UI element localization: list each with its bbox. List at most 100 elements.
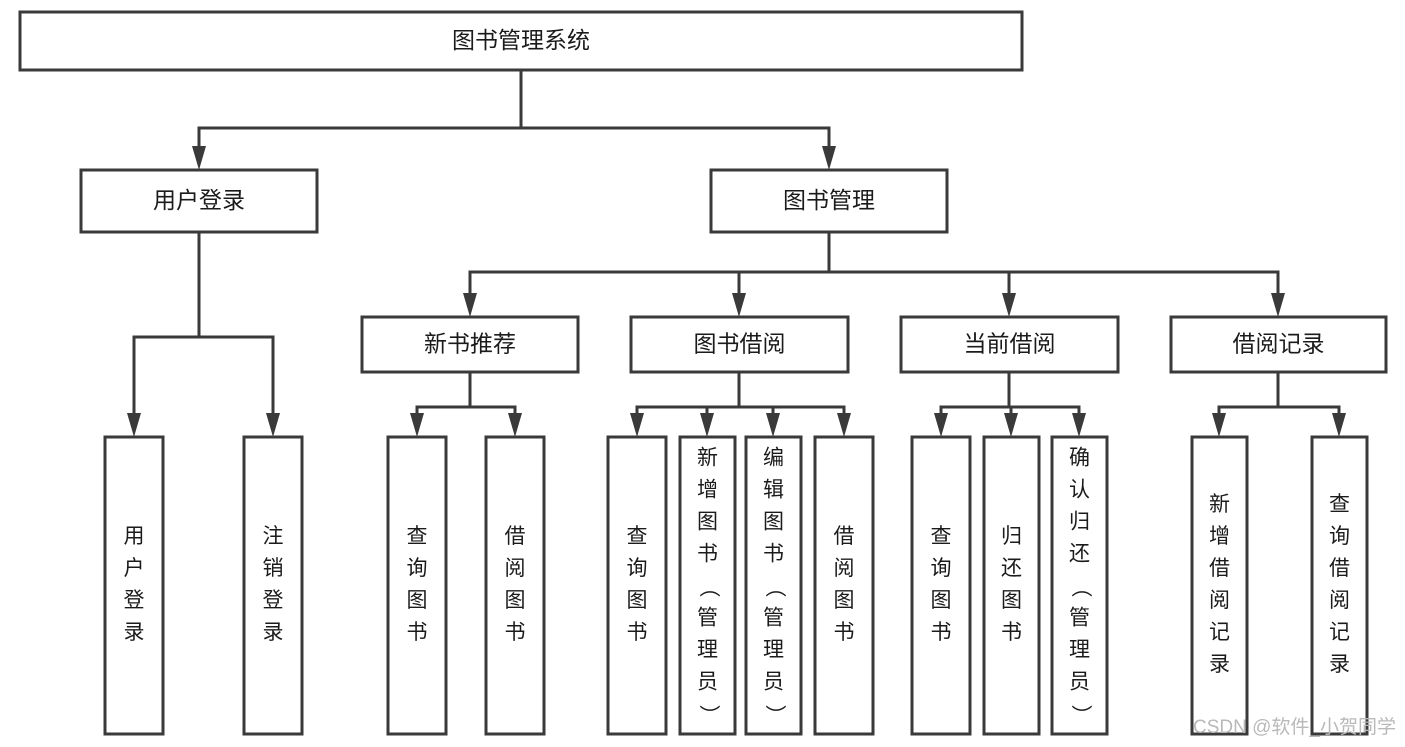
node-label-char: 借 (505, 525, 526, 548)
node-current-borrow[interactable]: 当前借阅 (899, 315, 1120, 374)
node-label-char: ） (1069, 705, 1092, 726)
node-book-borrow[interactable]: 图书借阅 (629, 315, 850, 374)
node-label-char: 录 (263, 621, 284, 644)
node-label-char: 询 (931, 557, 952, 580)
node-label-char: 阅 (834, 557, 855, 580)
node-box-root[interactable] (18, 10, 1024, 72)
node-label-char: 查 (407, 525, 428, 548)
node-label-char: 辑 (763, 479, 784, 502)
arrow-head-icon (1002, 293, 1016, 317)
arrow-head-icon (630, 413, 644, 437)
node-label-char: 借 (1329, 557, 1350, 580)
node-label-borrow-records: 借阅记录 (1233, 331, 1325, 357)
node-label-root: 图书管理系统 (452, 27, 590, 53)
node-box-leaf-add-borrow-record[interactable] (1190, 435, 1249, 736)
node-label-char: 图 (627, 589, 648, 612)
node-label-char: 查 (627, 525, 648, 548)
node-book-management[interactable]: 图书管理 (709, 168, 949, 234)
node-box-book-management[interactable] (709, 168, 949, 234)
node-new-book-recommend[interactable]: 新书推荐 (360, 315, 580, 374)
node-label-char: （ (697, 577, 720, 598)
node-label-char: 理 (697, 639, 718, 662)
arrow-head-icon (192, 146, 206, 170)
node-label-char: 查 (931, 525, 952, 548)
node-box-leaf-query-borrow-record[interactable] (1310, 435, 1369, 736)
node-borrow-records[interactable]: 借阅记录 (1169, 315, 1388, 374)
node-box-leaf-borrow-book-recommend[interactable] (484, 435, 546, 736)
arrow-head-icon (266, 413, 280, 437)
node-label-char: 书 (931, 621, 952, 644)
node-label-book-management: 图书管理 (783, 187, 875, 213)
node-box-new-book-recommend[interactable] (360, 315, 580, 374)
arrow-head-icon (127, 413, 141, 437)
node-label-char: 书 (1001, 621, 1022, 644)
node-label-new-book-recommend: 新书推荐 (424, 331, 516, 357)
node-label-book-borrow: 图书借阅 (694, 331, 786, 357)
node-label-char: 图 (834, 589, 855, 612)
node-box-book-borrow[interactable] (629, 315, 850, 374)
node-box-leaf-edit-book[interactable] (744, 435, 803, 736)
node-user-login[interactable]: 用户登录 (79, 168, 319, 234)
node-box-leaf-return-book[interactable] (982, 435, 1041, 736)
node-box-leaf-user-login[interactable] (103, 435, 165, 736)
node-box-leaf-borrow-book[interactable] (813, 435, 875, 736)
node-label-char: 阅 (1329, 589, 1350, 612)
node-label-char: 管 (1069, 607, 1090, 630)
node-label-char: 询 (627, 557, 648, 580)
node-root[interactable]: 图书管理系统 (18, 10, 1024, 72)
node-label-char: 登 (263, 589, 284, 612)
node-label-char: 新 (1209, 493, 1230, 516)
node-label-char: 新 (697, 447, 718, 470)
boxes-layer: 图书管理系统用户登录图书管理新书推荐图书借阅当前借阅借阅记录用户登录注销登录查询… (18, 10, 1388, 736)
node-label-char: 书 (407, 621, 428, 644)
node-label-char: 查 (1329, 493, 1350, 516)
node-label-char: 理 (1069, 639, 1090, 662)
node-label-char: 归 (1069, 511, 1090, 534)
arrow-head-icon (934, 413, 948, 437)
connectors-layer (127, 68, 1346, 437)
arrow-head-icon (508, 413, 522, 437)
node-label-char: 登 (124, 589, 145, 612)
node-box-leaf-confirm-return[interactable] (1050, 435, 1109, 736)
arrow-head-icon (766, 413, 780, 437)
node-label-char: 图 (1001, 589, 1022, 612)
node-label-char: （ (763, 577, 786, 598)
node-label-char: 销 (263, 557, 284, 580)
node-label-char: 员 (697, 671, 718, 694)
node-label-char: 员 (1069, 671, 1090, 694)
arrow-head-icon (837, 413, 851, 437)
node-label-current-borrow: 当前借阅 (964, 331, 1056, 357)
arrow-head-icon (1072, 413, 1086, 437)
node-box-leaf-query-book-current[interactable] (910, 435, 972, 736)
arrow-head-icon (822, 146, 836, 170)
node-label-char: 注 (263, 525, 284, 548)
node-box-leaf-user-logout[interactable] (242, 435, 304, 736)
node-label-char: （ (1069, 577, 1092, 598)
node-box-leaf-query-book-borrow[interactable] (606, 435, 668, 736)
node-box-leaf-add-book[interactable] (678, 435, 737, 736)
node-label-char: 户 (124, 557, 145, 580)
node-label-char: 归 (1001, 525, 1022, 548)
node-box-user-login[interactable] (79, 168, 319, 234)
node-box-borrow-records[interactable] (1169, 315, 1388, 374)
node-label-char: 图 (407, 589, 428, 612)
node-box-current-borrow[interactable] (899, 315, 1120, 374)
node-label-char: ） (697, 705, 720, 726)
node-leaf-user-login[interactable]: 用户登录 (103, 435, 165, 736)
node-label-char: 员 (763, 671, 784, 694)
node-box-leaf-query-book-recommend[interactable] (386, 435, 448, 736)
